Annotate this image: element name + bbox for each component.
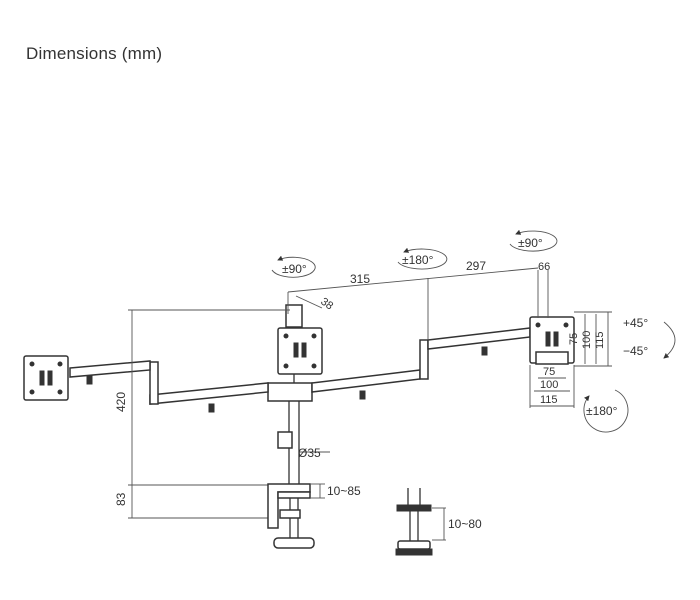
pole-collar [277, 431, 293, 449]
rotation-right-icon [509, 229, 558, 252]
grommet-mount [395, 488, 446, 556]
left-vesa-plate [23, 355, 69, 401]
tilt-up-label: +45° [623, 316, 648, 330]
rotation-mid-label: ±180° [402, 253, 434, 267]
rotation-center-label: ±90° [282, 262, 307, 276]
desk-clamp [267, 483, 325, 549]
pole [277, 304, 303, 490]
tilt-down-label: −45° [623, 344, 648, 358]
right-arm [419, 327, 531, 380]
pole-top-cap [285, 304, 303, 328]
vesa-dimensions [529, 311, 612, 408]
vesa-100-h-label: 100 [540, 379, 558, 391]
rotation-bottom-label: ±180° [586, 404, 618, 418]
main-crossbar [149, 369, 421, 413]
vesa-115-h-label: 115 [540, 394, 558, 406]
crossbar-hub [267, 382, 313, 402]
rotation-bottom-icon [583, 389, 629, 433]
vesa-75-h-label: 75 [543, 366, 555, 378]
height-83-label: 83 [114, 492, 128, 506]
top-dimensions [287, 267, 549, 340]
pole-diameter-label: Ø35 [298, 446, 321, 460]
left-arm [69, 360, 159, 405]
dim-arm1-label: 315 [350, 272, 370, 286]
dim-38-label: 38 [318, 296, 335, 313]
vesa-115-v-label: 115 [594, 331, 606, 349]
rotation-center-icon [271, 255, 316, 278]
height-dimensions [128, 309, 290, 519]
tilt-icon [663, 321, 676, 359]
vesa-75-v-label: 75 [568, 333, 580, 345]
rotation-right-label: ±90° [518, 236, 543, 250]
clamp-range-label: 10~85 [327, 484, 361, 498]
diagram-title: Dimensions (mm) [26, 44, 163, 63]
right-vesa-plate [529, 316, 575, 365]
grommet-range-label: 10~80 [448, 517, 482, 531]
dim-66-label: 66 [538, 261, 550, 273]
center-vesa-plate [277, 327, 323, 383]
height-420-label: 420 [114, 392, 128, 412]
dim-arm2-label: 297 [466, 259, 486, 273]
rotation-mid-icon [397, 247, 448, 270]
vesa-100-v-label: 100 [581, 331, 593, 349]
